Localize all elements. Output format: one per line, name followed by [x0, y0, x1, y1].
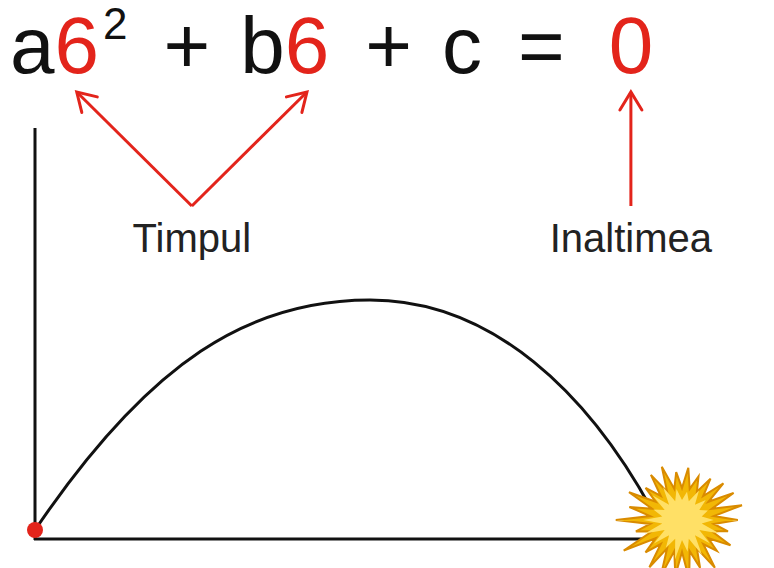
height-caption: Inaltimea	[550, 218, 712, 258]
height-pointer-head	[620, 92, 642, 110]
height-value: 0	[609, 6, 654, 86]
explosion-icon	[616, 467, 742, 568]
height-pointer	[629, 92, 632, 206]
time-pointer	[192, 92, 307, 206]
equals-sign: =	[518, 6, 565, 86]
height-axis	[34, 128, 37, 540]
launch-dot	[27, 522, 43, 538]
coefficient-letter: b	[240, 6, 285, 86]
coefficient-letter: a	[10, 6, 55, 86]
explosion-inner	[643, 487, 719, 560]
time-value: 6	[285, 6, 330, 86]
exponent: 2	[103, 2, 127, 46]
time-axis	[34, 538, 660, 541]
plus-sign: +	[163, 6, 210, 86]
time-pointer-head	[77, 92, 98, 112]
explosion-outer	[616, 467, 742, 568]
parabola-curve	[35, 300, 660, 530]
time-value: 6	[55, 6, 100, 86]
time-pointer	[77, 92, 192, 206]
coefficient-letter: c	[442, 6, 482, 86]
time-pointer-head	[286, 92, 307, 112]
plus-sign: +	[365, 6, 412, 86]
time-caption: Timpul	[133, 218, 252, 258]
